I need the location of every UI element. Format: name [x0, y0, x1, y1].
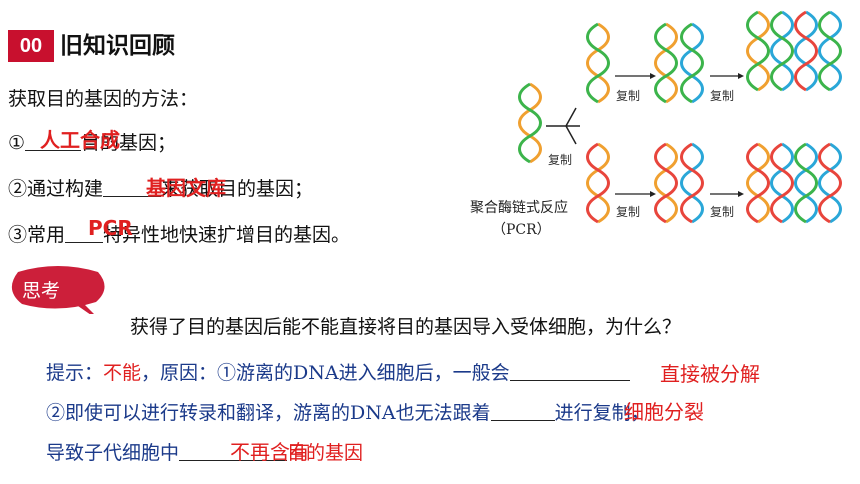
step-label-4: 复制 — [710, 205, 734, 219]
hint-answer-3: 不再含有 — [230, 440, 310, 464]
hint-line-3: 导致子代细胞中目的基因 — [46, 442, 364, 464]
think-question: 获得了目的基因后能不能直接将目的基因导入受体细胞，为什么？ — [130, 316, 682, 338]
answer-2: 基因文库 — [146, 176, 226, 200]
step-label-1: 复制 — [616, 89, 640, 103]
parent-helix — [518, 82, 542, 164]
answer-1: 人工合成 — [40, 128, 120, 152]
answer-3: PCR — [88, 216, 133, 240]
fork-arrow — [546, 107, 580, 145]
think-bubble — [11, 266, 105, 314]
step-label-2: 复制 — [616, 205, 640, 219]
step-label-0: 复制 — [548, 153, 572, 167]
hint-answer-1: 直接被分解 — [660, 362, 760, 386]
pcr-label-1: 聚合酶链式反应 — [470, 199, 568, 216]
step-label-3: 复制 — [710, 89, 734, 103]
hint-line-2: ②即使可以进行转录和翻译，游离的DNA也无法跟着进行复制， — [46, 402, 650, 424]
pcr-figure: 复制 复制 复制 复制 复制 聚合酶链式反应 （PCR） — [470, 10, 842, 238]
methods-heading: 获取目的基因的方法： — [8, 88, 199, 110]
method-item-3: ③常用特异性地快速扩增目的基因。 — [8, 224, 351, 246]
section-badge: 00 — [8, 30, 54, 62]
think-label: 思考 — [22, 280, 61, 302]
pcr-label-2: （PCR） — [492, 222, 551, 238]
hint-line-1: 提示：不能，原因：①游离的DNA进入细胞后，一般会 — [46, 360, 630, 386]
method-item-2: ②通过构建来获取目的基因； — [8, 178, 314, 200]
page-title: 旧知识回顾 — [60, 32, 175, 59]
hint-answer-2: 细胞分裂 — [624, 400, 704, 424]
